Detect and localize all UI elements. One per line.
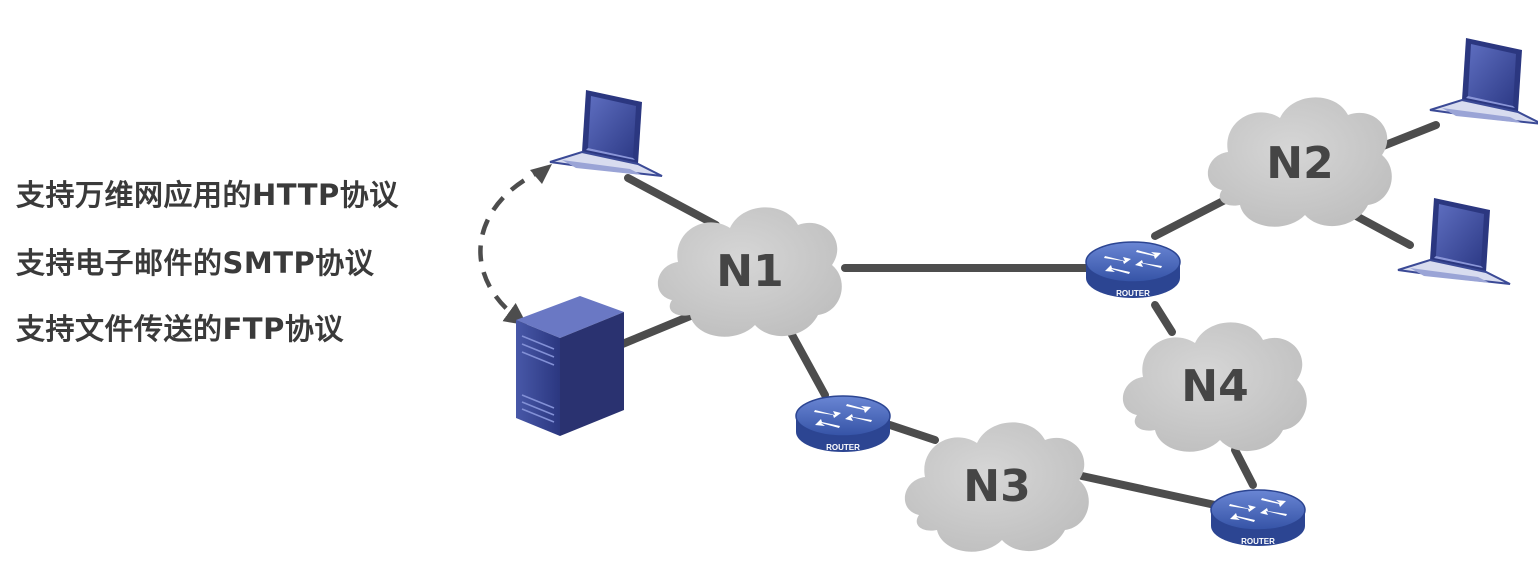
link-n3-router-bottom (1078, 472, 1219, 509)
laptop-icon (1429, 37, 1538, 125)
cloud-icon: N2 (1207, 97, 1392, 227)
router-label: ROUTER (1241, 537, 1275, 546)
link-router-right-n4 (1151, 301, 1176, 336)
network-label-n2: N2 (1266, 138, 1333, 189)
link-n2-laptop-top (1379, 121, 1440, 150)
router-icon: ROUTER (795, 395, 891, 453)
link-router-left-n3 (886, 421, 939, 444)
laptop-icon (1397, 197, 1511, 285)
link-n4-router-bottom (1231, 446, 1257, 489)
request-arrow (478, 165, 549, 326)
network-links (616, 121, 1440, 509)
laptop-icon (549, 89, 663, 177)
link-router-right-n2 (1151, 196, 1229, 240)
link-laptop-n1 (624, 174, 720, 229)
protocol-ftp-label: 支持文件传送的FTP协议 (16, 312, 344, 346)
cloud-icon: N3 (904, 422, 1089, 552)
protocol-smtp-label: 支持电子邮件的SMTP协议 (16, 246, 375, 280)
protocol-http-label: 支持万维网应用的HTTP协议 (16, 178, 399, 212)
network-label-n1: N1 (716, 246, 783, 297)
server-icon (516, 296, 624, 436)
network-label-n4: N4 (1181, 361, 1248, 412)
router-label: ROUTER (1116, 289, 1150, 298)
network-label-n3: N3 (963, 461, 1030, 512)
router-icon: ROUTER (1210, 489, 1306, 547)
router-icon: ROUTER (1085, 241, 1181, 299)
arrow-start-head (530, 164, 552, 184)
cloud-icon: N1 (657, 207, 842, 337)
link-server-n1 (616, 308, 704, 349)
cloud-icon: N4 (1122, 322, 1307, 452)
router-label: ROUTER (826, 443, 860, 452)
